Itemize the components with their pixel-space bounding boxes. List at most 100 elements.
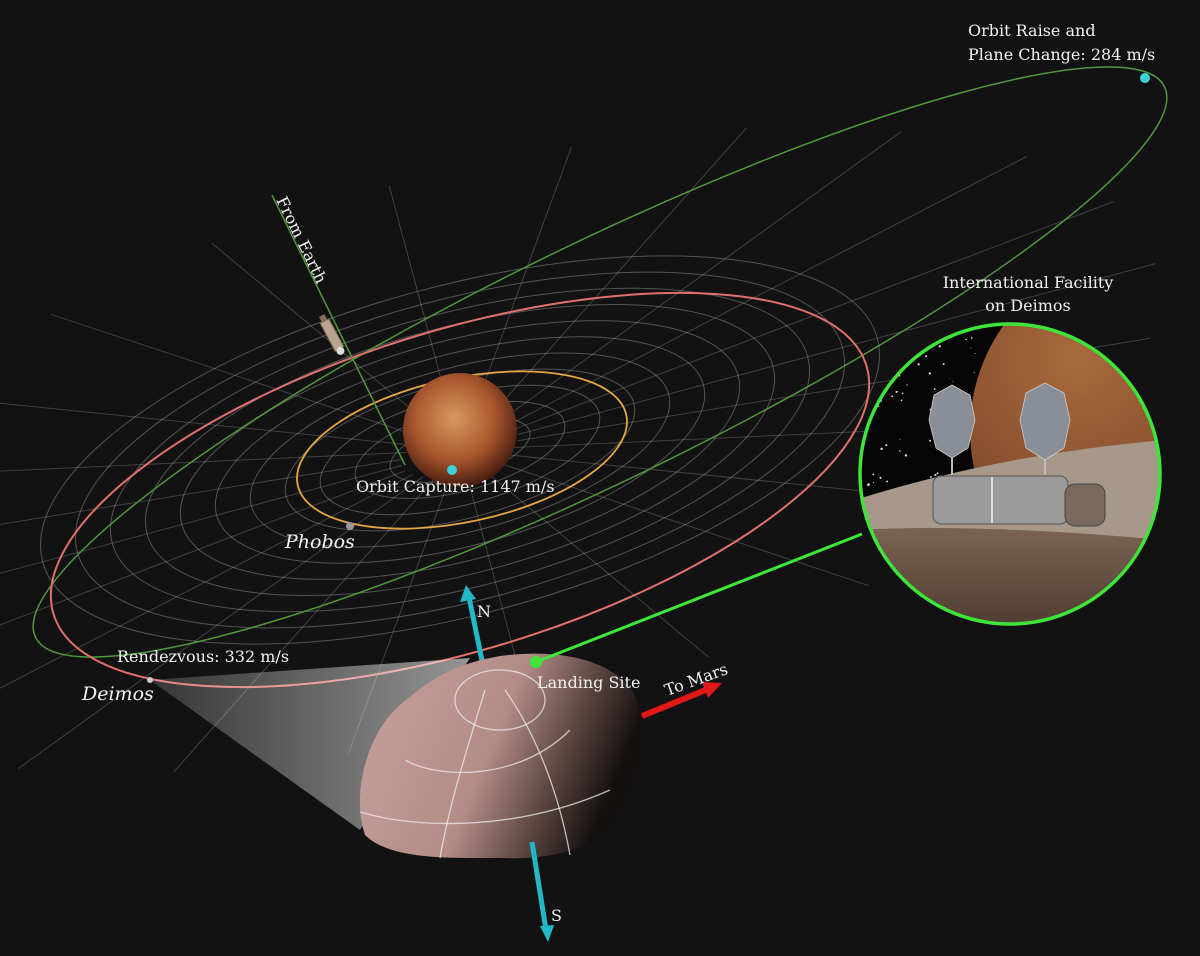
orbit-capture-label: Orbit Capture: 1147 m/s [356,477,555,496]
grid-ring [75,271,845,629]
deimos-body [359,653,643,859]
star [943,333,945,335]
grid-ring [40,255,880,645]
star [899,438,901,440]
grid-spoke [468,146,573,425]
star [938,345,941,348]
orbit-capture-point [447,465,457,475]
star [863,379,865,381]
grid-spoke [50,313,427,440]
star [933,336,937,340]
deimos-view-cone [150,658,470,830]
phobos-marker [346,522,354,530]
star [942,363,945,366]
orbit-raise-point [1140,73,1150,83]
star [874,360,876,362]
grid-ring [109,287,811,613]
star [880,447,883,451]
star [897,390,899,392]
star [873,351,876,354]
grid-spoke [0,402,415,446]
rendezvous-label: Rendezvous: 332 m/s [117,647,289,666]
habitat-module [932,475,1106,527]
star [873,336,875,338]
facility-label: International Facility [943,273,1114,292]
grid-spoke [493,460,870,587]
star [973,372,975,374]
landing-site-leader [535,532,863,664]
star [879,476,882,479]
star [974,353,976,355]
earth-approach-line [271,194,406,466]
facility-inset-ring [858,322,1162,626]
solar-array-left [928,384,976,475]
star [936,339,937,341]
transfer-orbit [32,66,1168,658]
orbit-raise-label-2: Plane Change: 284 m/s [968,45,1155,64]
star [901,392,904,395]
star [864,415,866,417]
grid-spoke [0,470,406,626]
star [952,380,954,382]
star [970,347,972,349]
grid-spoke [211,242,440,434]
star [895,390,898,393]
star [934,473,937,477]
south-arrowhead-icon [540,925,554,942]
landing-site-label: Landing Site [537,673,640,692]
grid-spoke [480,466,709,658]
star [886,480,889,483]
star [942,335,944,337]
deimos-orbit [49,291,871,689]
from-earth-label: From Earth [272,193,330,286]
north-arrowhead-icon [460,585,476,602]
landing-site-marker [530,656,542,668]
to-mars-arrowhead-icon [702,682,722,698]
star [928,372,931,375]
deimos-graticule [359,669,611,859]
star [936,472,939,475]
grid-spoke [0,465,403,574]
deimos-marker [147,677,153,683]
grid-spoke [517,263,1156,435]
star [929,476,932,478]
star [970,337,973,339]
grid-spoke [0,451,407,472]
spacecraft-icon [319,314,345,355]
north-label: N [477,602,491,621]
star [900,399,903,402]
star [898,450,901,452]
star [882,352,884,354]
star [891,395,894,398]
orbit-raise-label: Orbit Raise and [968,21,1096,40]
grid-spoke [483,127,747,424]
grid-ring [179,320,741,580]
star [949,378,951,379]
star [933,338,937,342]
star [965,338,967,341]
mars [403,373,517,487]
grid-spoke [507,156,1028,426]
south-axis-arrow [529,841,549,931]
facility-label-2: on Deimos [985,296,1070,315]
star [917,363,920,366]
grid-ring [249,352,671,548]
star [867,483,870,487]
star [872,473,875,476]
star [872,481,875,484]
star [929,439,932,442]
solar-array-right [1019,382,1071,475]
to-mars-arrow [640,686,710,719]
grid-ring [214,336,706,564]
south-label: S [551,906,562,925]
deimos-label: Deimos [81,683,154,705]
facility-inset [860,324,1160,624]
star [915,329,917,331]
star [919,336,923,340]
star [933,388,936,391]
star [925,355,928,358]
star [904,454,908,457]
grid-spoke [0,474,413,689]
